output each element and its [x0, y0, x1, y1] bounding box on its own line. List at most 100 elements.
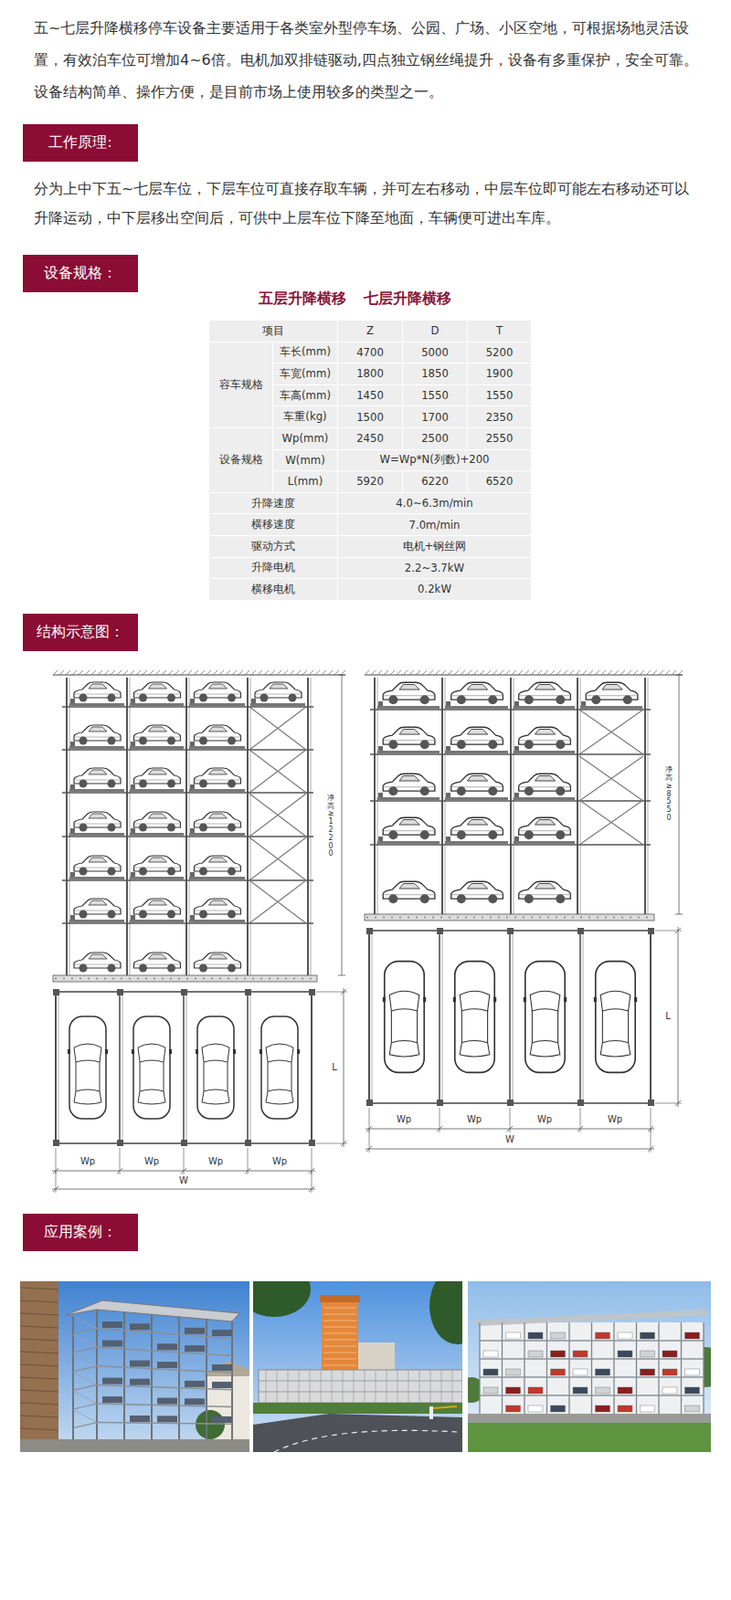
table-cell: L(mm) [273, 471, 338, 493]
post [647, 928, 655, 935]
post [52, 989, 60, 996]
building-line [20, 1390, 59, 1393]
dimension-label: Wp [395, 1114, 413, 1126]
garage-post [441, 1370, 443, 1404]
ceiling-hatch [415, 670, 421, 676]
steel-post [65, 678, 68, 976]
ceiling-line [52, 674, 346, 676]
car-side [74, 812, 121, 833]
pallet [69, 877, 125, 880]
table-cell: 4.0~6.3m/min [338, 493, 531, 515]
table-cell: 1700 [402, 406, 467, 428]
pallet [250, 703, 306, 707]
parked-car [595, 1406, 611, 1413]
brace [73, 1410, 97, 1424]
ceiling-hatch [91, 670, 96, 676]
steel-post [95, 1310, 98, 1442]
car-side [519, 682, 572, 705]
ceiling-hatch [116, 670, 122, 676]
parked-car [211, 1417, 233, 1424]
ground-dot [580, 917, 583, 920]
ground-dot [596, 917, 599, 920]
steel-post [478, 1323, 480, 1415]
table-cell: 项目 [209, 320, 338, 342]
table-cell: 2350 [467, 406, 531, 428]
pallet-motor [190, 699, 195, 704]
parked-car [184, 1328, 205, 1335]
ceiling-hatch [142, 670, 148, 676]
ground-dot [547, 917, 550, 920]
ground-dot [104, 978, 106, 981]
ceiling-hatch [328, 670, 333, 676]
car-top [131, 1017, 172, 1120]
garage-post [353, 1370, 355, 1404]
brace [73, 1391, 97, 1405]
parked-car [640, 1333, 656, 1340]
building-line [20, 1365, 59, 1367]
pallet [513, 706, 575, 710]
steel-post [129, 678, 131, 976]
pallet-motor [70, 741, 75, 747]
car-side [194, 953, 242, 974]
pallet-motor [130, 828, 136, 834]
parked-car [157, 1362, 178, 1369]
ground-dot [161, 978, 164, 981]
parked-car [640, 1351, 656, 1358]
ground-dot [604, 917, 607, 920]
level-beam [73, 1366, 97, 1373]
post [436, 1100, 444, 1107]
ceiling-hatch [270, 670, 276, 676]
window-row [323, 1314, 357, 1316]
post [244, 989, 252, 996]
car-side [382, 773, 435, 796]
pallet-beam [62, 792, 314, 795]
pallet [377, 751, 440, 754]
pallet-beam [62, 922, 314, 925]
ceiling-hatch [428, 670, 434, 676]
parked-car [595, 1387, 611, 1395]
tree [253, 1281, 311, 1318]
photo [20, 1281, 250, 1453]
dimension-tick [308, 1186, 315, 1193]
car-side [519, 817, 572, 840]
ceiling-hatch [123, 670, 128, 676]
pallet [69, 789, 125, 793]
car-side [194, 899, 242, 920]
car-top [382, 962, 427, 1074]
pallet [189, 789, 245, 793]
ceiling-hatch [633, 670, 638, 676]
table-cell: 1550 [402, 385, 467, 407]
ground-dot [153, 978, 156, 981]
table-cell: 升降电机 [209, 558, 338, 580]
plan-frame [369, 931, 651, 1104]
ceiling-hatch [200, 670, 205, 676]
tower-top [319, 1295, 361, 1304]
ceiling-hatch [569, 670, 574, 676]
pallet [444, 751, 509, 754]
ceiling-hatch [530, 670, 536, 676]
post [507, 928, 514, 935]
dimension-tick [340, 1141, 347, 1147]
bay-divider [368, 931, 371, 1104]
vertical-dimension-label: 净高≥12200 [327, 794, 335, 859]
pallet-motor [130, 699, 136, 704]
car-side [134, 682, 181, 703]
table-cell: T [467, 320, 531, 342]
level-beam [73, 1404, 97, 1410]
car-side [254, 682, 302, 703]
building-line [20, 1288, 59, 1291]
dimension-label: L [330, 1062, 339, 1074]
parked-car [550, 1351, 566, 1358]
building-line [20, 1313, 59, 1316]
bay-divider [182, 992, 185, 1145]
bay-divider [58, 992, 60, 1145]
pallet-motor [190, 828, 195, 834]
ceiling-hatch [84, 670, 90, 676]
ceiling-hatch [251, 670, 256, 676]
cross-brace [249, 880, 307, 924]
ceiling-hatch [582, 670, 587, 676]
ceiling-hatch [232, 670, 237, 676]
steel-post [444, 678, 446, 915]
ground-dot [79, 978, 82, 981]
pallet-motor [130, 784, 136, 790]
